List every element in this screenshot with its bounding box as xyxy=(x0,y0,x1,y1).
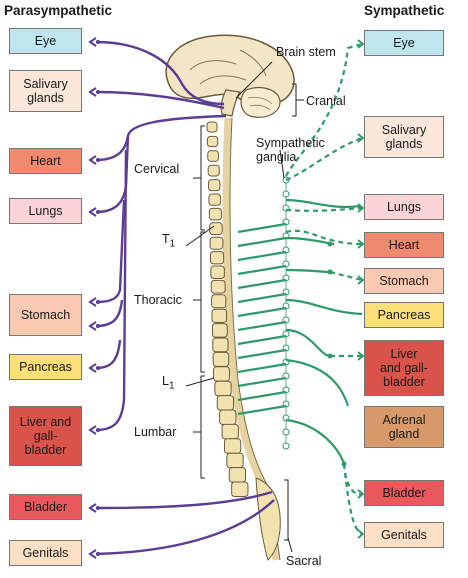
vertebra xyxy=(219,409,237,425)
vertebra xyxy=(208,193,222,206)
para-organ-stomach: Stomach xyxy=(9,294,82,336)
label-brain-stem: Brain stem xyxy=(276,45,336,59)
vertebra xyxy=(207,150,219,162)
sympathetic-header: Sympathetic xyxy=(364,3,445,18)
vertebra xyxy=(216,395,235,411)
vertebra xyxy=(213,366,230,382)
vertebra xyxy=(221,423,239,440)
vertebra xyxy=(209,222,223,236)
para-organ-salivary-glands: Salivary glands xyxy=(9,70,82,112)
sym-organ-heart: Heart xyxy=(364,232,444,258)
sym-organ-pancreas: Pancreas xyxy=(364,302,444,328)
vertebra xyxy=(206,121,218,133)
sym-organ-genitals: Genitals xyxy=(364,522,444,548)
vertebra xyxy=(214,380,232,397)
vertebra xyxy=(212,337,229,353)
vertebra xyxy=(210,279,226,294)
vertebra xyxy=(211,308,228,323)
para-organ-bladder: Bladder xyxy=(9,494,82,520)
vertebra xyxy=(228,467,247,483)
brain-illustration xyxy=(165,34,295,118)
label-t1: T1 xyxy=(162,232,176,250)
vertebra xyxy=(207,164,220,177)
sym-organ-lungs: Lungs xyxy=(364,194,444,220)
label-sympathetic-ganglia: Sympathetic ganglia xyxy=(256,136,325,164)
sym-organ-liver-gallbladder: Liver and gall- bladder xyxy=(364,340,444,396)
vertebra xyxy=(211,294,227,309)
vertebra xyxy=(211,323,228,338)
vertebra xyxy=(209,236,224,250)
para-organ-genitals: Genitals xyxy=(9,540,82,566)
sym-organ-salivary-glands: Salivary glands xyxy=(364,116,444,158)
sym-organ-stomach: Stomach xyxy=(364,268,444,294)
vertebra xyxy=(212,351,230,367)
label-cervical: Cervical xyxy=(134,162,180,176)
label-cranial: Cranial xyxy=(306,94,346,108)
vertebra xyxy=(223,438,242,454)
label-lumbar: Lumbar xyxy=(134,425,177,439)
vertebra xyxy=(209,251,225,265)
para-organ-lungs: Lungs xyxy=(9,198,82,224)
label-l1: L1 xyxy=(162,374,175,392)
sym-organ-adrenal-gland: Adrenal gland xyxy=(364,406,444,448)
sym-organ-eye: Eye xyxy=(364,30,444,56)
label-thoracic: Thoracic xyxy=(134,293,182,307)
para-organ-heart: Heart xyxy=(9,148,82,174)
para-organ-liver-gallbladder: Liver and gall- bladder xyxy=(9,406,82,466)
parasympathetic-nerves xyxy=(88,37,275,559)
vertebra xyxy=(206,135,219,148)
vertebra xyxy=(226,452,244,469)
vertebra xyxy=(210,265,225,279)
label-sacral: Sacral xyxy=(286,554,322,568)
vertebra xyxy=(231,481,249,497)
region-brackets xyxy=(185,61,304,553)
sym-organ-bladder: Bladder xyxy=(364,480,444,506)
parasympathetic-header: Parasympathetic xyxy=(4,3,113,18)
para-organ-eye: Eye xyxy=(9,28,82,54)
vertebra xyxy=(208,179,221,192)
vertebral-column xyxy=(206,117,281,561)
vertebra xyxy=(208,207,222,221)
sympathetic-nerves xyxy=(237,39,365,539)
para-organ-pancreas: Pancreas xyxy=(9,354,82,380)
